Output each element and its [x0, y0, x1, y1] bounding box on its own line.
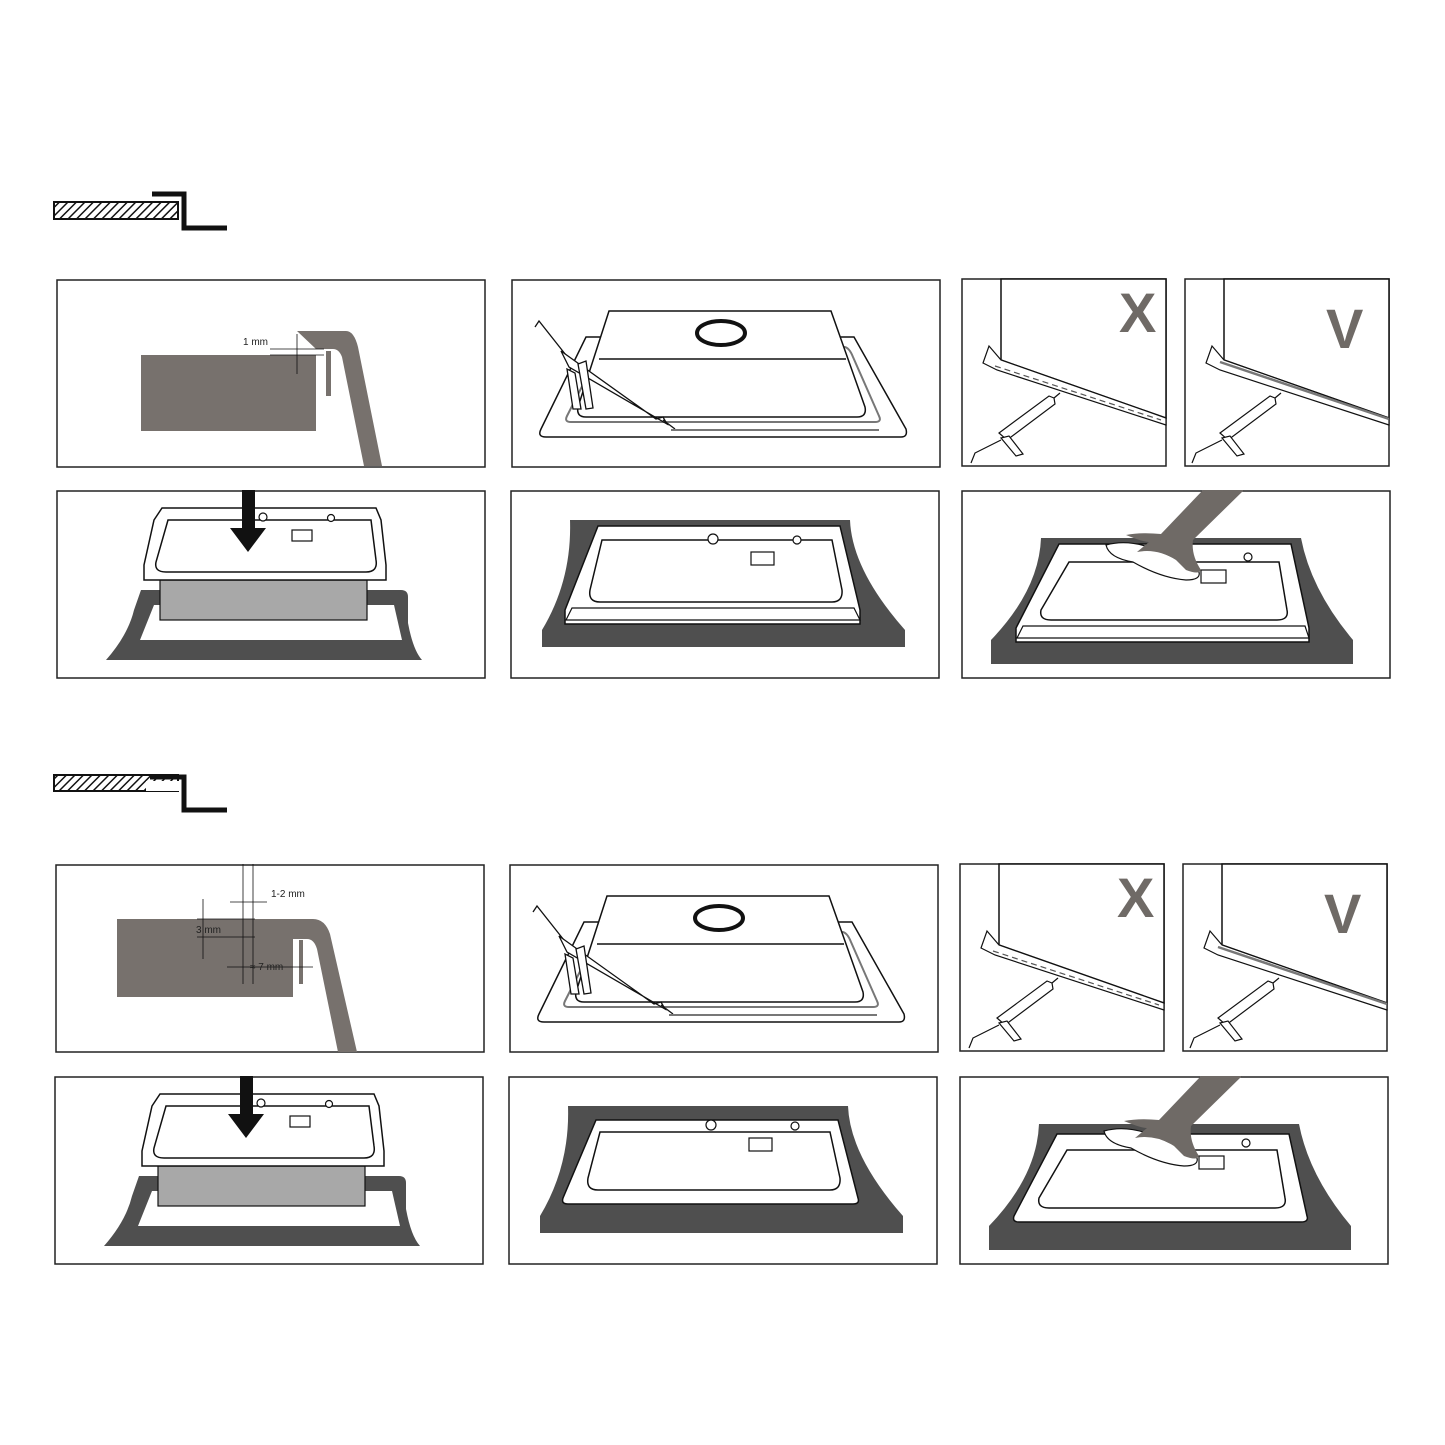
recessed-silicone-rim-panel: [509, 864, 939, 1053]
right-mark: V: [1324, 882, 1361, 945]
caulking-gun-icon: [534, 319, 676, 430]
flush-silicone-right-panel: V: [1184, 278, 1390, 467]
recessed-wipe-excess-panel: [959, 1076, 1389, 1265]
recessed-silicone-right-panel: V: [1182, 863, 1388, 1052]
hand-cloth-icon: [1105, 490, 1244, 581]
flush-insert-sink-panel: [56, 490, 486, 679]
recessed-sink-installed-panel: [508, 1076, 938, 1265]
arrow-down-icon: [228, 1076, 264, 1138]
recessed-mount-symbol: [53, 774, 227, 813]
caulking-gun-icon: [1189, 977, 1280, 1049]
flush-cut-profile-panel: 1 mm: [56, 279, 486, 468]
dim-depth-label: 3 mm: [196, 925, 221, 936]
caulking-gun-icon: [532, 904, 674, 1015]
recessed-cut-profile-panel: 1-2 mm 3 mm ≈ 7 mm: [55, 864, 485, 1053]
caulking-gun-icon: [968, 977, 1059, 1049]
flush-wipe-excess-panel: [961, 490, 1391, 679]
flush-silicone-wrong-panel: X: [961, 278, 1167, 467]
dim-gap-label: 1 mm: [243, 337, 268, 348]
wrong-mark: X: [1119, 281, 1156, 344]
dim-gap-label: 1-2 mm: [271, 889, 305, 900]
caulking-gun-icon: [1191, 392, 1282, 464]
right-mark: V: [1326, 297, 1363, 360]
flush-mount-symbol: [53, 191, 227, 231]
flush-sink-installed-panel: [510, 490, 940, 679]
recessed-silicone-wrong-panel: X: [959, 863, 1165, 1052]
dim-width-label: ≈ 7 mm: [250, 962, 283, 973]
arrow-down-icon: [230, 490, 266, 552]
hand-cloth-icon: [1103, 1076, 1242, 1167]
flush-silicone-rim-panel: [511, 279, 941, 468]
wrong-mark: X: [1117, 866, 1154, 929]
recessed-insert-sink-panel: [54, 1076, 484, 1265]
caulking-gun-icon: [970, 392, 1061, 464]
